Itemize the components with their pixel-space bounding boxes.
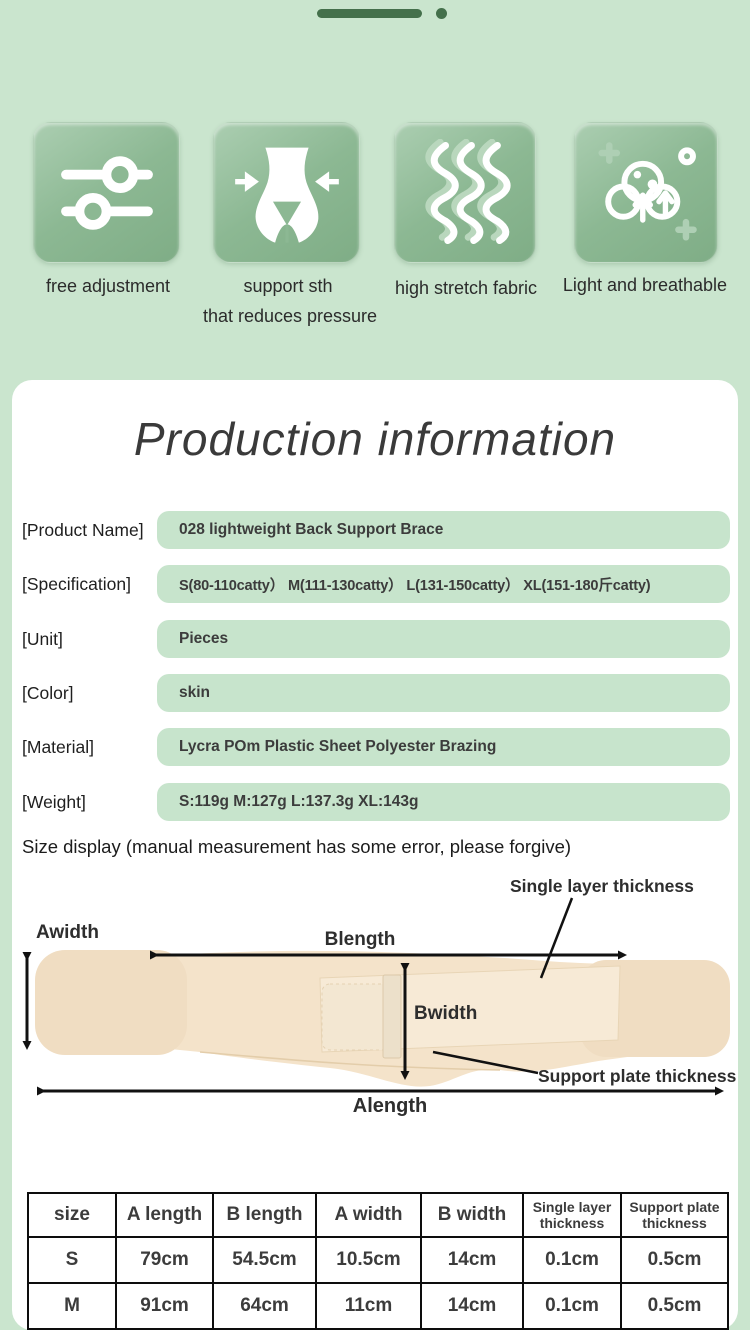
col-header-a-width: A width [315, 1192, 422, 1238]
field-value-pill: 028 lightweight Back Support Brace [157, 511, 730, 549]
sliders-icon [60, 155, 153, 230]
header-pill-decoration [317, 9, 422, 18]
unit-value: Pieces [179, 630, 229, 647]
awidth-label: Awidth [36, 922, 99, 943]
specification-value: S(80-110catty） M(111-130catty） L(131-150… [179, 577, 651, 594]
col-header-size: size [27, 1192, 117, 1238]
cell: 0.5cm [620, 1282, 729, 1330]
product-name-value: 028 lightweight Back Support Brace [179, 521, 444, 538]
cell: 64cm [212, 1282, 317, 1330]
size-table: size A length B length A width B width S… [27, 1192, 729, 1330]
cell: 14cm [420, 1236, 524, 1284]
feature-label-support-line1: support sth [243, 276, 333, 296]
col-header-b-width: B width [420, 1192, 524, 1238]
stretch-waves-icon [425, 138, 511, 244]
bwidth-label: Bwidth [414, 1003, 478, 1024]
weight-value: S:119g M:127g L:137.3g XL:143g [179, 793, 419, 810]
cell: M [27, 1282, 117, 1330]
single-layer-thickness-label: Single layer thickness [510, 876, 694, 896]
field-label-unit: [Unit] [22, 629, 63, 649]
field-label-material: [Material] [22, 737, 94, 757]
cell: 10.5cm [315, 1236, 422, 1284]
field-value-pill: S:119g M:127g L:137.3g XL:143g [157, 783, 730, 821]
size-display-note: Size display (manual measurement has som… [22, 836, 572, 857]
col-header-a-length: A length [115, 1192, 214, 1238]
single-layer-pointer-line [539, 897, 574, 979]
field-value-pill: S(80-110catty） M(111-130catty） L(131-150… [157, 565, 730, 603]
feature-tile-stretch [394, 122, 536, 263]
cell: 0.5cm [620, 1236, 729, 1284]
cell: 0.1cm [522, 1236, 622, 1284]
cell: 91cm [115, 1282, 214, 1330]
feature-tile-support [213, 122, 360, 263]
cell: 0.1cm [522, 1282, 622, 1330]
support-plate-pointer-line [432, 1050, 539, 1075]
col-header-single-layer: Single layer thickness [522, 1192, 622, 1238]
table-row-size-s: S 79cm 54.5cm 10.5cm 14cm 0.1cm 0.5cm [27, 1236, 729, 1284]
breathable-icon [598, 141, 697, 241]
table-row-size-m: M 91cm 64cm 11cm 14cm 0.1cm 0.5cm [27, 1282, 729, 1330]
col-header-b-length: B length [212, 1192, 317, 1238]
field-value-pill: Pieces [157, 620, 730, 658]
field-label-weight: [Weight] [22, 792, 86, 812]
feature-tile-breathable [574, 122, 718, 263]
waist-support-icon [234, 147, 339, 243]
feature-tile-free-adjustment [33, 122, 180, 263]
header-dot-decoration [436, 8, 447, 19]
color-value: skin [179, 684, 211, 701]
cell: 54.5cm [212, 1236, 317, 1284]
page-title: Production information [133, 413, 617, 465]
material-value: Lycra POm Plastic Sheet Polyester Brazin… [179, 738, 497, 755]
field-label-product-name: [Product Name] [22, 520, 144, 540]
field-label-specification: [Specification] [22, 574, 131, 594]
field-value-pill: skin [157, 674, 730, 712]
cell: 79cm [115, 1236, 214, 1284]
cell: 14cm [420, 1282, 524, 1330]
feature-label-stretch: high stretch fabric [394, 278, 538, 298]
belt-size-diagram [22, 897, 730, 1096]
feature-label-breathable: Light and breathable [562, 275, 728, 295]
blength-label: Blength [324, 929, 396, 950]
support-plate-thickness-label: Support plate thickness [538, 1066, 737, 1086]
field-label-color: [Color] [22, 683, 74, 703]
feature-label-free-adjustment: free adjustment [45, 276, 171, 296]
feature-label-support-line2: that reduces pressure [202, 306, 378, 326]
alength-label: Alength [352, 1095, 428, 1117]
cell: S [27, 1236, 117, 1284]
cell: 11cm [315, 1282, 422, 1330]
field-value-pill: Lycra POm Plastic Sheet Polyester Brazin… [157, 728, 730, 766]
size-table-header-row: size A length B length A width B width S… [27, 1192, 729, 1238]
col-header-support-plate: Support plate thickness [620, 1192, 729, 1238]
